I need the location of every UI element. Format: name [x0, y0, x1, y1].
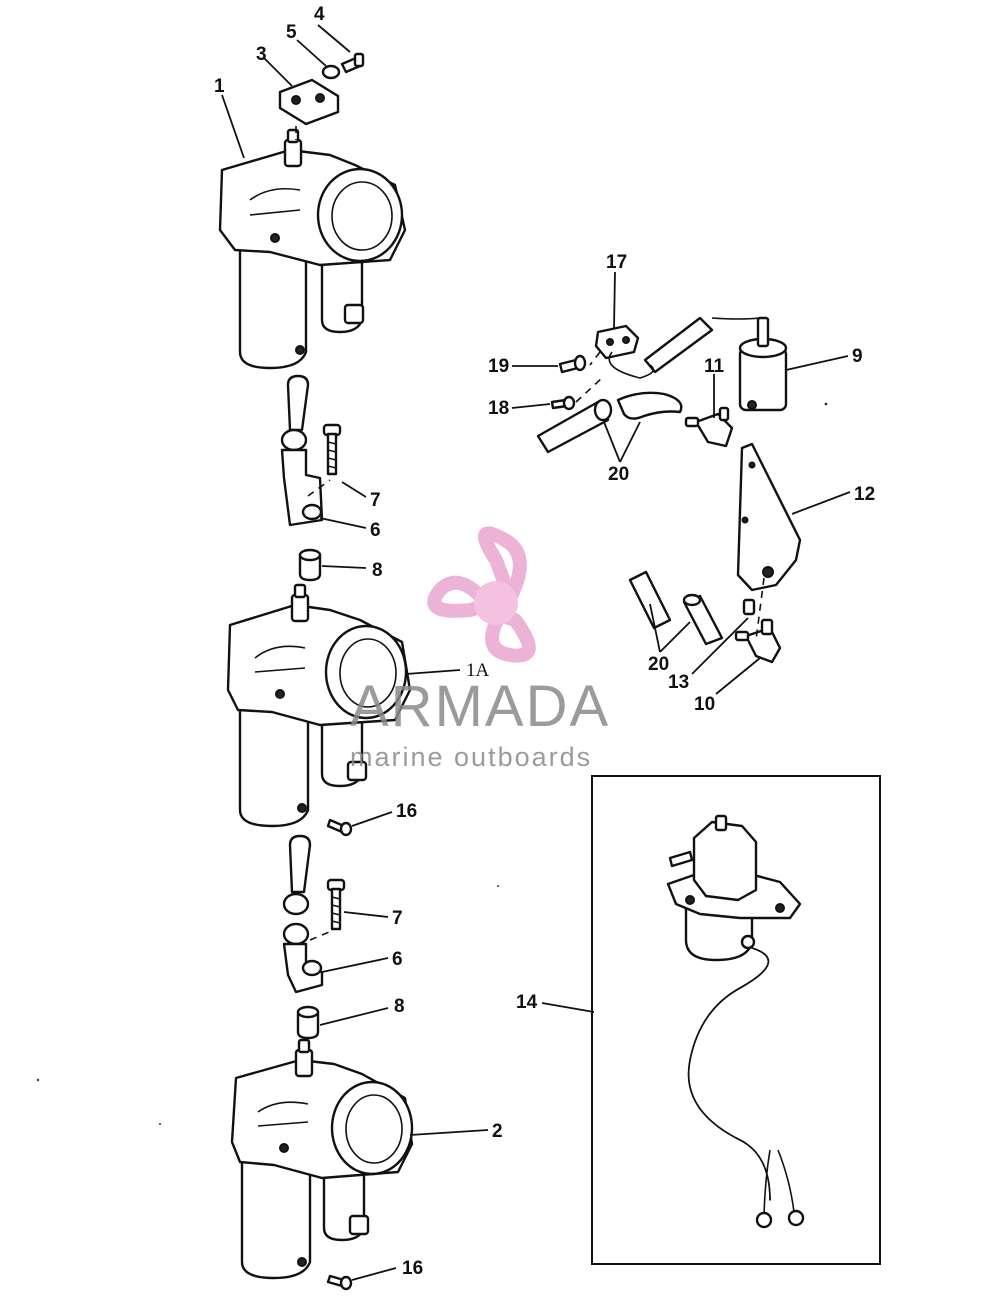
scan-specks	[36, 402, 828, 1125]
screw-part-13	[742, 598, 756, 616]
callout-8-upper: 8	[372, 560, 383, 581]
callout-4: 4	[314, 4, 325, 25]
callout-2: 2	[492, 1121, 503, 1142]
callout-1: 1	[214, 76, 225, 97]
fuel-pump-inset-frame	[591, 775, 881, 1265]
screw-part-16-lower	[326, 1274, 353, 1291]
callout-7-lower: 7	[392, 908, 403, 929]
clamp-part-3	[278, 78, 340, 126]
leader-lines	[221, 24, 851, 1281]
hose-part-20-upper	[536, 391, 683, 454]
callout-18: 18	[488, 398, 509, 419]
propeller-logo-icon	[427, 526, 536, 663]
elbow-part-10	[734, 618, 782, 664]
hose-part-20-lower	[628, 570, 724, 646]
callout-20-upper: 20	[608, 464, 629, 485]
callout-5: 5	[286, 22, 297, 43]
screw-part-7-upper	[322, 423, 342, 476]
watermark-tagline: marine outboards	[350, 742, 592, 772]
callout-12: 12	[854, 484, 875, 505]
callout-11: 11	[704, 356, 725, 377]
spacer-part-8-upper	[298, 548, 322, 582]
bracket-part-12	[736, 442, 802, 592]
screw-part-7-lower	[326, 878, 346, 931]
watermark-brand: ARMADA	[350, 674, 610, 739]
link-arm-upper	[280, 374, 324, 527]
callout-9: 9	[852, 346, 863, 367]
callout-16-upper: 16	[396, 801, 417, 822]
callout-16-lower: 16	[402, 1258, 423, 1279]
link-arm-lower	[282, 834, 324, 994]
callout-8-lower: 8	[394, 996, 405, 1017]
screw-part-4	[340, 52, 365, 74]
carburetor-2	[230, 1038, 414, 1280]
screw-part-16-upper	[326, 818, 353, 837]
elbow-part-11	[684, 406, 734, 448]
callout-6-lower: 6	[392, 949, 403, 970]
screw-part-18	[550, 395, 576, 411]
callout-17: 17	[606, 252, 627, 273]
armada-watermark: ARMADA marine outboards	[350, 526, 610, 772]
carburetor-1a	[226, 583, 412, 828]
callout-6-upper: 6	[370, 520, 381, 541]
washer-part-5	[321, 64, 341, 80]
fuel-pump-part-14	[666, 814, 805, 1229]
callout-19: 19	[488, 356, 509, 377]
callout-1a: 1A	[466, 660, 490, 681]
screw-part-19	[558, 354, 587, 374]
callout-13: 13	[668, 672, 689, 693]
callout-7-upper: 7	[370, 490, 381, 511]
solenoid-part-9	[738, 316, 788, 412]
callout-labels: 1 1A 2 3 4 5 6 6 7 7 8 8 9 10 11 12 13 1…	[214, 4, 875, 1279]
wire-lead-part-9	[608, 316, 761, 379]
callout-14: 14	[516, 992, 538, 1013]
callout-10: 10	[694, 694, 715, 715]
callout-20-lower: 20	[648, 654, 669, 675]
bracket-part-17	[594, 324, 640, 360]
assembly-dashes	[295, 126, 765, 941]
spacer-part-8-lower	[296, 1005, 320, 1040]
carburetor-1	[218, 128, 407, 370]
callout-3: 3	[256, 44, 267, 65]
